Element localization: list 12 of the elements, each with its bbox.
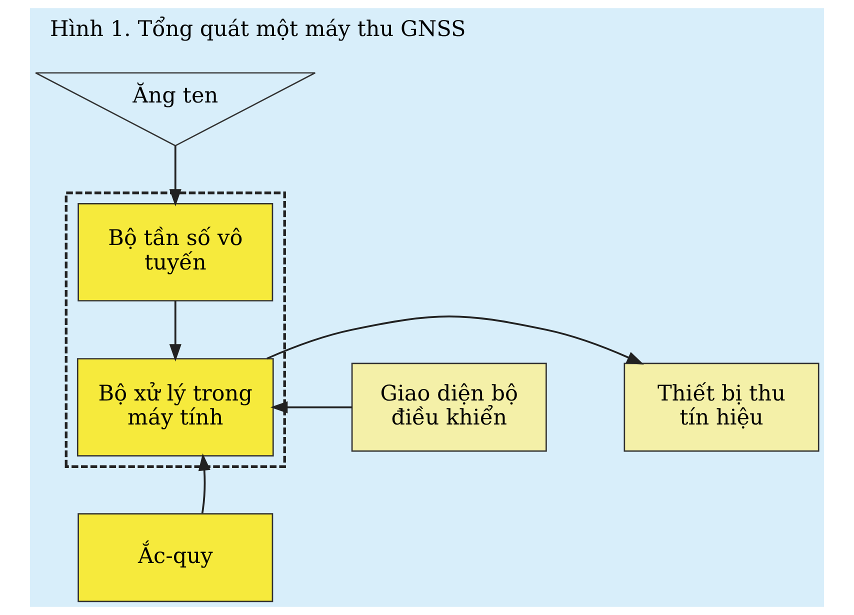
- arrow: [270, 401, 352, 414]
- arrow: [266, 316, 644, 365]
- arrow: [169, 146, 182, 206]
- node-box: Bộ xử lý trong máy tính: [76, 358, 274, 456]
- node-box: Giao diện bộ điều khiển: [351, 362, 547, 452]
- caption: Hình 1. Tổng quát một máy thu GNSS: [50, 17, 466, 42]
- node-box: Bộ tần số vô tuyến: [78, 203, 274, 302]
- arrow: [169, 300, 182, 362]
- arrow: [198, 453, 210, 514]
- node-box: Ắc-quy: [78, 513, 274, 602]
- cluster: [64, 192, 286, 468]
- node-box: Thiết bị thu tín hiệu: [624, 362, 820, 452]
